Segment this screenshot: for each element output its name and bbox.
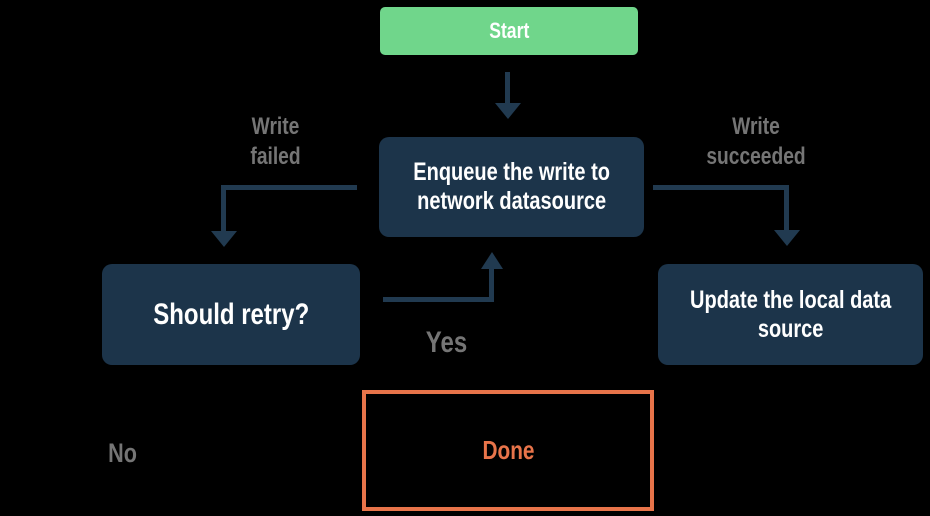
node-enqueue-write-label: Enqueue the write to network datasource bbox=[413, 158, 610, 215]
edge-label-yes: Yes bbox=[416, 328, 476, 358]
node-start-label: Start bbox=[488, 18, 530, 43]
arrow-enqueue-to-retry-vertical bbox=[221, 185, 226, 233]
node-should-retry: Should retry? bbox=[102, 264, 360, 365]
node-enqueue-write: Enqueue the write to network datasource bbox=[379, 137, 644, 237]
edge-label-no-text: No bbox=[107, 438, 137, 468]
arrow-enqueue-to-update-vertical bbox=[784, 185, 789, 231]
arrow-retry-to-enqueue-head bbox=[481, 252, 503, 269]
arrow-enqueue-to-retry-head bbox=[211, 231, 237, 247]
arrow-start-to-enqueue-shaft bbox=[505, 72, 510, 106]
node-update-local-source-label: Update the local data source bbox=[689, 285, 892, 343]
arrow-enqueue-to-update-head bbox=[774, 230, 800, 246]
arrow-retry-to-enqueue-vertical bbox=[489, 269, 494, 302]
node-update-local-source: Update the local data source bbox=[658, 264, 923, 365]
arrow-enqueue-to-update-horizontal bbox=[653, 185, 788, 190]
arrow-retry-to-enqueue-horizontal bbox=[383, 297, 494, 302]
edge-label-write-succeeded: Write succeeded bbox=[676, 112, 836, 172]
edge-label-write-succeeded-text: Write succeeded bbox=[706, 113, 806, 170]
edge-label-yes-text: Yes bbox=[425, 326, 467, 359]
node-should-retry-label: Should retry? bbox=[152, 297, 309, 331]
arrow-enqueue-to-retry-horizontal bbox=[221, 185, 357, 190]
node-done: Done bbox=[362, 390, 654, 511]
edge-label-write-failed-text: Write failed bbox=[249, 113, 301, 170]
node-start: Start bbox=[380, 7, 638, 55]
edge-label-write-failed: Write failed bbox=[213, 112, 337, 172]
node-done-label: Done bbox=[482, 435, 534, 465]
arrow-start-to-enqueue-head bbox=[495, 103, 521, 119]
edge-label-no: No bbox=[92, 440, 152, 467]
